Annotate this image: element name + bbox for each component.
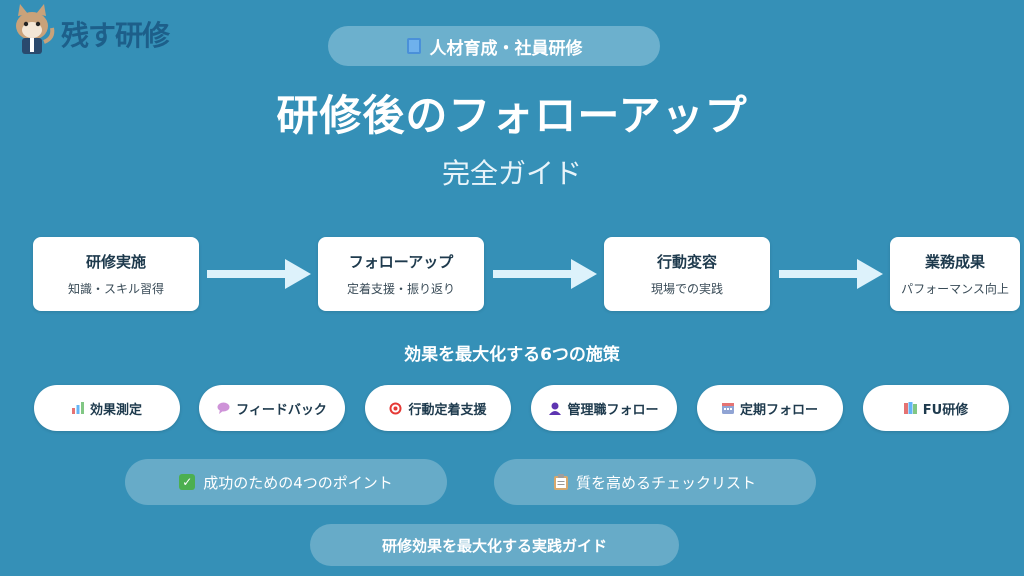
calendar-icon — [721, 403, 734, 414]
book-icon — [406, 38, 421, 54]
measure-button-retention[interactable]: 行動定着支援 — [365, 385, 511, 431]
measure-button-evaluation[interactable]: 効果測定 — [34, 385, 180, 431]
link-checklist[interactable]: 質を高めるチェックリスト — [494, 459, 816, 505]
step-title: 業務成果 — [924, 253, 985, 271]
page-subtitle: 完全ガイド — [441, 157, 582, 190]
speech-bubble-icon — [217, 402, 230, 414]
cat-mascot-icon — [16, 4, 55, 54]
measures-heading: 効果を最大化する6つの施策 — [404, 345, 620, 365]
clipboard-icon — [553, 474, 568, 490]
step-title: フォローアップ — [348, 253, 454, 271]
step-title: 研修実施 — [85, 253, 146, 271]
target-icon — [389, 402, 402, 414]
measure-label: 管理職フォロー — [567, 402, 659, 418]
flow-step-training: 研修実施 知識・スキル習得 — [33, 237, 199, 311]
category-badge[interactable]: 人材育成・社員研修 — [328, 26, 660, 66]
flow-step-followup: フォローアップ 定着支援・振り返り — [318, 237, 484, 311]
check-icon: ✓ — [179, 474, 196, 490]
measure-button-periodic[interactable]: 定期フォロー — [697, 385, 843, 431]
link-success-points[interactable]: ✓ 成功のための4つのポイント — [125, 459, 447, 505]
step-subtitle: 現場での実践 — [650, 282, 723, 296]
books-icon — [903, 402, 917, 414]
measure-button-manager[interactable]: 管理職フォロー — [531, 385, 677, 431]
practical-guide-button[interactable]: 研修効果を最大化する実践ガイド — [310, 524, 679, 566]
logo-text: 残す研修 — [61, 19, 170, 52]
measure-button-fu-training[interactable]: FU研修 — [863, 385, 1009, 431]
person-icon — [549, 402, 562, 415]
measure-label: FU研修 — [922, 402, 969, 418]
measure-label: 定期フォロー — [739, 402, 818, 418]
measure-label: 効果測定 — [89, 402, 142, 418]
link-label: 質を高めるチェックリスト — [575, 473, 756, 492]
measure-label: 行動定着支援 — [408, 402, 487, 418]
badge-label: 人材育成・社員研修 — [429, 38, 583, 59]
measure-label: フィードバック — [236, 402, 327, 418]
arrow-right-icon — [207, 259, 311, 289]
arrow-right-icon — [779, 259, 883, 289]
brand-logo[interactable]: 残す研修 — [6, 2, 196, 60]
arrow-right-icon — [493, 259, 597, 289]
step-subtitle: 定着支援・振り返り — [346, 282, 455, 296]
link-label: 成功のための4つのポイント — [203, 473, 393, 492]
step-subtitle: 知識・スキル習得 — [67, 282, 164, 296]
page-title: 研修後のフォローアップ — [276, 91, 748, 140]
step-title: 行動変容 — [656, 253, 717, 271]
measure-button-feedback[interactable]: フィードバック — [199, 385, 345, 431]
flow-step-results: 業務成果 パフォーマンス向上 — [890, 237, 1020, 311]
flow-step-behavior: 行動変容 現場での実践 — [604, 237, 770, 311]
step-subtitle: パフォーマンス向上 — [901, 282, 1009, 296]
bar-chart-icon — [71, 402, 84, 414]
